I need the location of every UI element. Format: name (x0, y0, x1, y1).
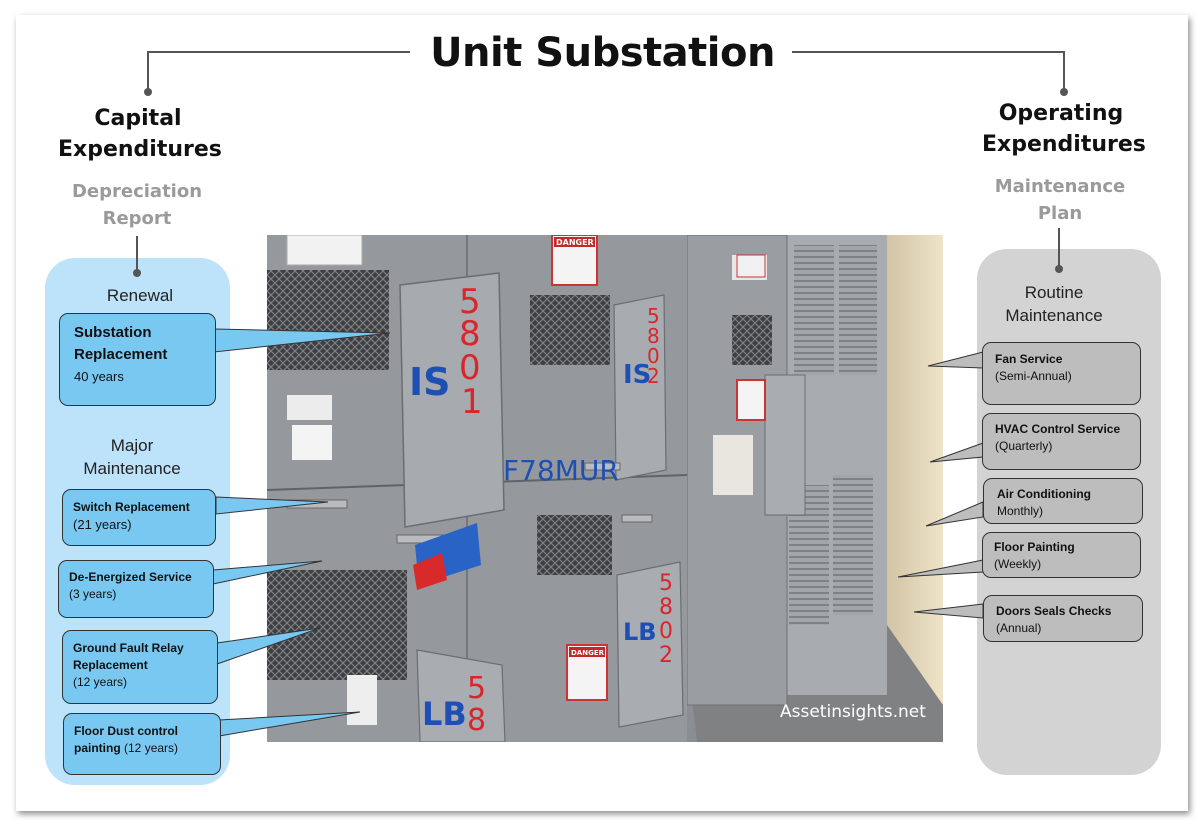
label-lb5802-digit-3: 0 (659, 619, 673, 644)
label-lb58-digit-1: 5 (467, 671, 486, 706)
floor-dust-control-name-2: painting (74, 741, 121, 755)
fan-service-frequency: (Semi-Annual) (995, 369, 1072, 383)
substation-photo: IS 5 8 0 1 IS 5 8 0 2 F78MUR LB 5 8 0 2 … (267, 235, 943, 742)
label-5801-digit-4: 1 (461, 382, 483, 422)
label-is-5802-code: IS (623, 360, 651, 390)
hvac-control-service-frequency: (Quarterly) (995, 439, 1053, 453)
renewal-label: Renewal (106, 286, 174, 305)
substation-replacement-name-2: Replacement (74, 346, 168, 363)
floor-dust-control-name-1: Floor Dust control (74, 724, 178, 738)
substation-illustration: IS 5 8 0 1 IS 5 8 0 2 F78MUR LB 5 8 0 2 … (267, 235, 943, 742)
ground-fault-relay-box: Ground Fault Relay Replacement (12 years… (62, 630, 218, 704)
de-energized-service-years: (3 years) (69, 587, 117, 601)
label-lb5802-digit-4: 2 (659, 643, 673, 668)
capital-expenditures-heading: Capital Expenditures (58, 106, 222, 162)
label-lb-5802-code: LB (623, 618, 657, 646)
ground-fault-relay-name-2: Replacement (73, 658, 148, 672)
doors-seals-checks-box: Doors Seals Checks (Annual) (983, 595, 1143, 642)
doors-seals-checks-name: Doors Seals Checks (996, 604, 1112, 618)
air-conditioning-box: Air Conditioning Monthly) (983, 478, 1143, 524)
hvac-control-service-box: HVAC Control Service (Quarterly) (982, 413, 1141, 470)
switch-replacement-paren: ( (73, 517, 78, 532)
substation-replacement-years: 40 years (74, 369, 124, 384)
label-5802-digit-3: 0 (647, 344, 660, 368)
label-lb5802-digit-2: 8 (659, 595, 673, 620)
operating-expenditures-heading: Operating Expenditures (982, 101, 1146, 157)
label-5802-digit-1: 5 (647, 304, 660, 328)
routine-maintenance-label: Routine Maintenance (1005, 283, 1103, 325)
label-stencil: F78MUR (503, 454, 619, 487)
label-lb-58-code: LB (422, 695, 467, 733)
label-lb58-digit-2: 8 (467, 703, 486, 738)
floor-painting-frequency: (Weekly) (994, 557, 1042, 571)
switch-replacement-years: 21 years) (77, 517, 132, 532)
danger-sign-bottom: DANGER (571, 649, 605, 657)
substation-replacement-name-1: Substation (74, 324, 152, 341)
air-conditioning-name: Air Conditioning (997, 487, 1091, 501)
label-lb5802-digit-1: 5 (659, 571, 673, 596)
major-maintenance-label: Major Maintenance (83, 436, 181, 478)
label-5801-digit-1: 5 (459, 282, 481, 322)
air-conditioning-frequency: Monthly) (997, 504, 1044, 518)
fan-service-box: Fan Service (Semi-Annual) (982, 342, 1141, 405)
floor-painting-name: Floor Painting (994, 540, 1075, 554)
de-energized-service-name: De-Energized Service (69, 570, 192, 584)
label-5801-digit-3: 0 (459, 348, 481, 388)
ground-fault-relay-years: (12 years) (73, 675, 128, 689)
hvac-control-service-name: HVAC Control Service (995, 422, 1121, 436)
floor-painting-box: Floor Painting (Weekly) (982, 532, 1141, 578)
label-5802-digit-2: 8 (647, 324, 660, 348)
ground-fault-relay-name-1: Ground Fault Relay (73, 641, 184, 655)
switch-replacement-box: Switch Replacement (21 years) (62, 489, 216, 546)
switch-replacement-name: Switch Replacement (73, 500, 190, 514)
de-energized-service-box: De-Energized Service (3 years) (58, 560, 214, 618)
floor-dust-control-box: Floor Dust control painting (12 years) (63, 713, 221, 775)
diagram-title: Unit Substation (430, 30, 775, 76)
label-is-5801-code: IS (409, 360, 451, 404)
maintenance-plan-heading: Maintenance Plan (994, 176, 1126, 224)
depreciation-report-heading: Depreciation Report (71, 181, 203, 229)
doors-seals-checks-frequency: (Annual) (996, 621, 1042, 635)
floor-dust-control-years: (12 years) (124, 741, 179, 755)
fan-service-name: Fan Service (995, 352, 1063, 366)
danger-sign-top: DANGER (556, 238, 594, 247)
label-5802-digit-4: 2 (647, 364, 660, 388)
label-5801-digit-2: 8 (459, 314, 481, 354)
substation-replacement-box: Substation Replacement 40 years (59, 313, 216, 406)
watermark: Assetinsights.net (780, 702, 926, 722)
